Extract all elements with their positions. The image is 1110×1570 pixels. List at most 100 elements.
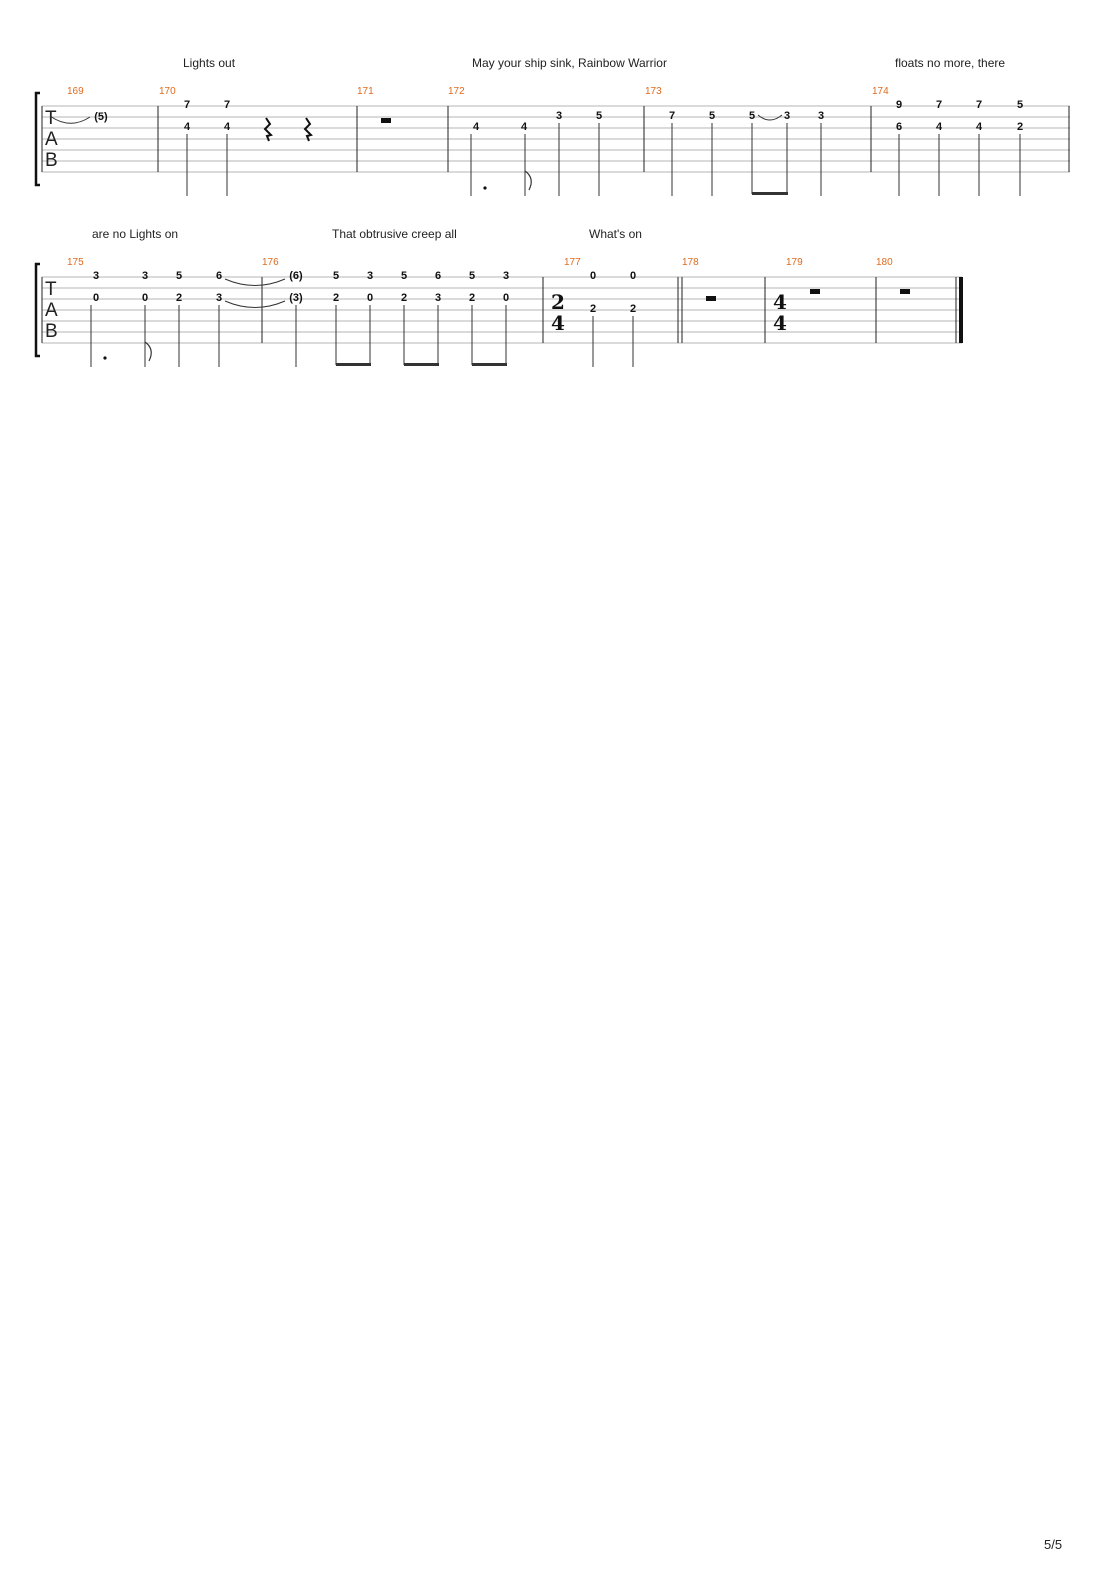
fret-number: 4: [224, 121, 231, 133]
fret-number: 3: [435, 292, 441, 304]
fret-number: 2: [176, 292, 182, 304]
page-number: 5/5: [1044, 1537, 1063, 1552]
lyric-are-no-lights-on: are no Lights on: [92, 227, 179, 241]
fret-number: 4: [473, 121, 480, 133]
fret-number: 0: [142, 292, 148, 304]
eighth-beam: [336, 363, 371, 366]
fret-number: 4: [521, 121, 528, 133]
tab-clef-a: A: [45, 300, 58, 321]
fret-number: 7: [976, 99, 982, 111]
tab-system-1: T A B 169 170 171 172 173 174 (5) 7 4 7 …: [34, 86, 1070, 196]
measure-number-177: 177: [564, 257, 581, 268]
quarter-rest-icon: [263, 117, 273, 142]
fret-number: 5: [709, 110, 715, 122]
fret-number: 0: [93, 292, 99, 304]
fret-number: 9: [896, 99, 902, 111]
lyric-floats-no-more: floats no more, there: [895, 56, 1006, 70]
fret-number: 5: [596, 110, 602, 122]
fret-number: 3: [818, 110, 824, 122]
measure-176-notes: (6) (3) 5 2 3 0 5 2 6 3 5 2 3 0: [289, 270, 509, 367]
fret-number: 3: [216, 292, 222, 304]
quarter-rest-icon: [303, 117, 313, 142]
fret-number: (5): [94, 111, 108, 123]
measure-number-169: 169: [67, 86, 84, 97]
measure-number-174: 174: [872, 86, 889, 97]
whole-rest-icon: [900, 289, 910, 294]
fret-number: 0: [630, 270, 636, 282]
barlines: [41, 106, 1070, 172]
tab-clef-b: B: [45, 321, 58, 342]
tie-arc: [224, 300, 286, 308]
measure-173-notes: 7 5 5 3 3: [669, 110, 824, 196]
measure-number-172: 172: [448, 86, 465, 97]
measure-number-170: 170: [159, 86, 176, 97]
fret-number: 3: [142, 270, 148, 282]
measure-179-content: 4 4: [773, 289, 820, 335]
fret-number: 7: [224, 99, 230, 111]
tie-arc: [224, 278, 286, 286]
slur-arc: [757, 114, 783, 121]
fret-number: 4: [976, 121, 983, 133]
measure-number-171: 171: [357, 86, 374, 97]
time-signature-bottom: 4: [551, 311, 565, 335]
tab-clef-b: B: [45, 150, 58, 171]
dotted-note-dot: [483, 186, 487, 190]
fret-number: 7: [184, 99, 190, 111]
fret-number: 3: [503, 270, 509, 282]
system-bracket: [34, 262, 40, 358]
half-rest-icon: [706, 296, 716, 301]
fret-number: 3: [93, 270, 99, 282]
lyric-that-obtrusive-creep: That obtrusive creep all: [332, 227, 457, 241]
lyric-whats-on: What's on: [589, 227, 642, 241]
fret-number: 5: [469, 270, 475, 282]
fret-number: 2: [333, 292, 339, 304]
whole-rest-icon: [810, 289, 820, 294]
fret-number: 3: [367, 270, 373, 282]
time-signature-bottom: 4: [773, 311, 787, 335]
fret-number: 2: [401, 292, 407, 304]
tab-system-2: T A B 175 176 177 178 179 180 3 0 3 0 5 …: [34, 257, 963, 367]
measure-174-notes: 9 6 7 4 7 4 5 2: [896, 99, 1023, 196]
eighth-beam: [472, 363, 507, 366]
fret-number: 0: [367, 292, 373, 304]
time-signature-top: 2: [551, 290, 565, 314]
eighth-flag-icon: [144, 341, 152, 362]
measure-number-179: 179: [786, 257, 803, 268]
fret-number: 2: [630, 303, 636, 315]
fret-number: 4: [184, 121, 191, 133]
final-barline: [959, 277, 963, 343]
tie-arc: [49, 115, 91, 124]
fret-number: 4: [936, 121, 943, 133]
lyric-lights-out: Lights out: [183, 56, 236, 70]
eighth-beam: [404, 363, 439, 366]
fret-number: 5: [749, 110, 755, 122]
eighth-beam: [752, 192, 788, 195]
measure-number-178: 178: [682, 257, 699, 268]
fret-number: 0: [503, 292, 509, 304]
fret-number: 2: [469, 292, 475, 304]
dotted-note-dot: [103, 356, 107, 360]
fret-number: 5: [1017, 99, 1023, 111]
fret-number: 2: [590, 303, 596, 315]
fret-number: 3: [784, 110, 790, 122]
eighth-flag-icon: [524, 170, 532, 191]
measure-number-176: 176: [262, 257, 279, 268]
measure-175-notes: 3 0 3 0 5 2 6 3: [90, 270, 286, 367]
measure-number-175: 175: [67, 257, 84, 268]
staff-lines: [42, 276, 962, 344]
measure-170-notes: 7 4 7 4: [184, 99, 313, 196]
lyric-may-your-ship-sink: May your ship sink, Rainbow Warrior: [472, 56, 667, 70]
measure-177-notes: 2 4 0 2 0 2: [551, 270, 636, 367]
fret-number: 7: [669, 110, 675, 122]
measure-number-180: 180: [876, 257, 893, 268]
fret-number: 5: [176, 270, 182, 282]
fret-number: 3: [556, 110, 562, 122]
tab-clef-t: T: [45, 108, 57, 129]
fret-number: 5: [401, 270, 407, 282]
fret-number: 6: [435, 270, 441, 282]
fret-number: (3): [289, 292, 303, 304]
fret-number: (6): [289, 270, 303, 282]
fret-number: 5: [333, 270, 339, 282]
system-bracket: [34, 91, 40, 187]
